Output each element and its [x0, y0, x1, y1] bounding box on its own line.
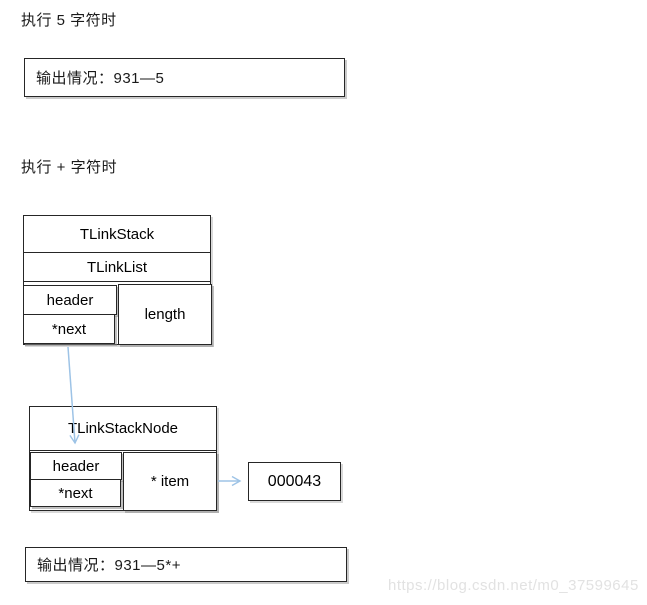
output-text-after-plus: 输出情况：931—5*+: [37, 557, 181, 574]
tlinkstacknode-next-field: *next: [30, 479, 121, 507]
output-box-after-plus: 输出情况：931—5*+: [25, 547, 347, 582]
tlinkstacknode-item-field: * item: [123, 452, 217, 511]
heading-exec-plus: 执行 + 字符时: [21, 159, 118, 176]
tlinkstacknode-title: TLinkStackNode: [30, 407, 216, 451]
tlinkstack-title: TLinkStack: [24, 216, 210, 253]
output-text-after-5: 输出情况：931—5: [36, 70, 165, 87]
output-box-after-5: 输出情况：931—5: [24, 58, 345, 97]
watermark-text: https://blog.csdn.net/m0_37599645: [388, 577, 639, 594]
tlinkstack-length-field: length: [118, 284, 212, 345]
tlinkstack-struct: TLinkStack TLinkList header *next length: [23, 215, 212, 345]
item-value-text: 000043: [267, 472, 322, 490]
tlinkstack-header-field: header: [23, 285, 117, 315]
tlinkstack-next-field: *next: [23, 314, 115, 344]
tlinklist-title: TLinkList: [24, 253, 210, 282]
heading-exec-5: 执行 5 字符时: [21, 12, 117, 29]
tlinkstacknode-header-field: header: [30, 452, 122, 480]
item-value-box: 000043: [248, 462, 341, 501]
tlinkstacknode-struct: TLinkStackNode header *next * item: [29, 406, 217, 511]
